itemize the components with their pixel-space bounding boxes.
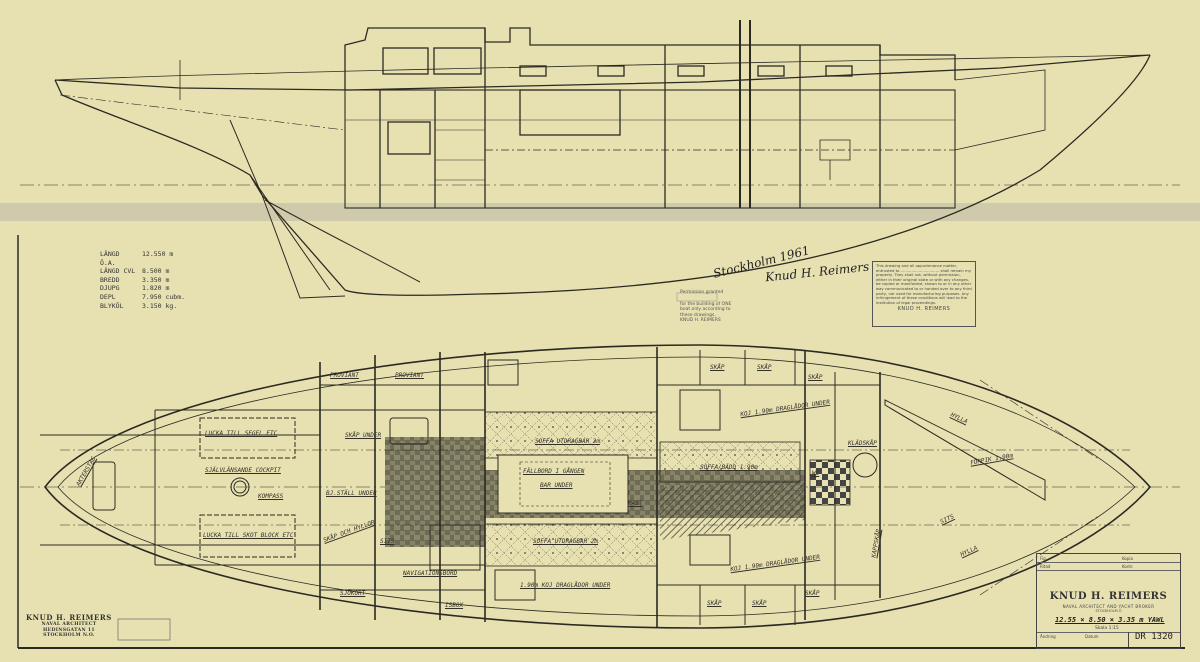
tb-field: Fig. [1040, 556, 1047, 561]
hull-bottom [54, 54, 1151, 296]
label-locker-6: SKÅP [805, 590, 820, 597]
label-hatch-sails: LUCKA TILL SEGEL ETC [205, 430, 278, 437]
address-stamp: KNUD H. REIMERS NAVAL ARCHITECT HEDINSGA… [26, 613, 112, 639]
tb-subtitle: NAVAL ARCHITECT AND YACHT BROKER [1062, 604, 1155, 609]
stamp-line: STOCKHOLM N.O. [43, 633, 95, 638]
copyright-notice: This drawing and all appurtenance matter… [872, 261, 976, 327]
label-bar: BAR UNDER [540, 482, 573, 489]
permission-title: Permission granted [680, 290, 724, 295]
spec-value: 8.500 m [142, 267, 170, 276]
label-seat: SITS [380, 538, 395, 545]
label-mast: MAST [628, 500, 643, 507]
title-block: Fig. Ritad Kopia Kontr. KNUD H. REIMERS … [1036, 553, 1181, 649]
tb-scale: Skala 1:15 [1095, 626, 1119, 631]
spec-value: 3.150 kg. [142, 301, 178, 310]
stamp-name: KNUD H. REIMERS [26, 613, 112, 622]
spec-label: LÄNGD Ö.A. [100, 250, 120, 267]
spec-label: LÄNGD CVL [100, 267, 136, 276]
tb-field: Kopia [1122, 556, 1133, 561]
label-locker-5: SKÅP [752, 600, 767, 607]
spec-label: BLYKÖL [100, 301, 124, 310]
tb-city: STOCKHOLM Ö [1095, 609, 1122, 613]
received-stamp [117, 618, 171, 641]
tb-field: Ändring [1040, 634, 1056, 639]
keel [249, 174, 421, 291]
hull-interior [344, 89, 956, 209]
profile-view [20, 20, 1180, 299]
deck-line [54, 54, 1151, 81]
notice-signed: KNUD H. REIMERS [897, 306, 951, 313]
stamp-line: HEDINSGATAN 11 [43, 627, 95, 633]
label-sofa-bottom: SOFFA UTDRAGBAR 2m [533, 538, 599, 545]
label-compass: KOMPASS [258, 493, 284, 500]
spec-value: 3.350 m [142, 275, 170, 284]
cabin-house [344, 27, 956, 90]
label-cockpit: SJÄLVLÄNSANDE COCKPIT [205, 467, 281, 474]
tb-drawing-title: 12.55 × 8.50 × 3.35 m YAWL [1055, 616, 1165, 624]
spec-value: 1.820 m [142, 284, 170, 293]
label-berth-aft: 1.90m KOJ DRAGLÅDOR UNDER [520, 582, 611, 589]
label-settee-fwd: SOFFA/BÄDD 1.90m [700, 464, 758, 471]
permission-stamp: Permission granted for the building of O… [680, 290, 736, 324]
label-locker-1: SKÅP [710, 364, 725, 371]
label-chart: SJÖKORT [340, 590, 366, 597]
label-locker-4: SKÅP [707, 600, 722, 607]
label-provisions-1: PROVIANT [330, 372, 359, 379]
label-provisions-2: PROVIANT [395, 372, 424, 379]
label-locker-3: SKÅP [808, 374, 823, 381]
label-oilskins: BJ.STÄLL UNDER [326, 490, 377, 497]
label-locker-under: SKÅP UNDER [345, 432, 382, 439]
plan-view [20, 344, 1180, 629]
spec-value: 12.550 m [142, 250, 174, 258]
label-toilet: WC [812, 470, 820, 477]
permission-text: for the building of ONE boat only accord… [680, 301, 732, 318]
spec-label: BREDD [100, 275, 120, 284]
label-nav-table: NAVIGATIONSBORD [403, 570, 458, 577]
tb-field: Kontr. [1122, 564, 1134, 569]
tb-field: Datum [1085, 634, 1099, 639]
sheer-line [54, 54, 1151, 91]
permission-signed: KNUD H. REIMERS [680, 318, 721, 323]
spec-value: 7.950 cubm. [142, 292, 186, 301]
stamp-line: NAVAL ARCHITECT [41, 622, 97, 627]
notice-text: This drawing and all appurtenance matter… [876, 263, 972, 305]
tb-field: Ritad [1040, 564, 1051, 569]
rudder [229, 119, 346, 299]
scan-band [0, 203, 1200, 221]
spec-label: DEPL [100, 292, 116, 301]
label-sofa-top: SOFFA UTDRAGBAR 2m [535, 438, 601, 445]
spec-table: LÄNGD Ö.A. 12.550 m LÄNGD CVL 8.500 m BRED… [100, 250, 185, 310]
label-wardrobe: KLÄDSKÅP [848, 440, 877, 447]
label-hatch-blocks: LUCKA TILL SKOT BLOCK ETC [203, 532, 294, 539]
tb-firm: KNUD H. REIMERS [1049, 591, 1168, 602]
label-locker-2: SKÅP [757, 364, 772, 371]
label-table: FÄLLBORD I GÅNGEN [523, 468, 585, 475]
label-icebox: ISBOX [445, 602, 464, 609]
tb-drawing-number: DR 1320 [1128, 632, 1178, 647]
spec-label: DJUPG [100, 284, 120, 293]
